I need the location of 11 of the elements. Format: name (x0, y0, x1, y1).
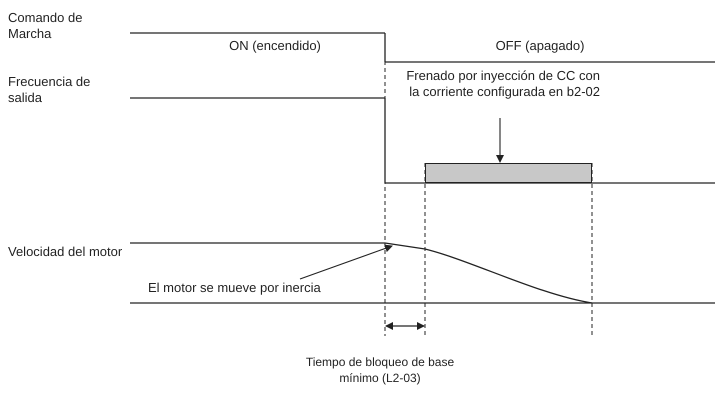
dimension-text: Tiempo de bloqueo de base mínimo (L2-03) (304, 354, 456, 386)
state-label: ON (encendido) (228, 38, 322, 54)
signal-label: Frecuencia de salida (8, 74, 92, 106)
braking-bar (425, 163, 592, 183)
signal-label: Velocidad del motor (8, 244, 124, 260)
signal-label: Comando de Marcha (8, 10, 84, 42)
leader-line (496, 118, 504, 163)
leader-line (300, 244, 393, 280)
annotation-text: El motor se mueve por inercia (148, 280, 326, 296)
annotation-text: Frenado por inyección de CC con la corriente configurada en b2-02 (400, 68, 600, 100)
state-label: OFF (apagado) (494, 38, 586, 54)
